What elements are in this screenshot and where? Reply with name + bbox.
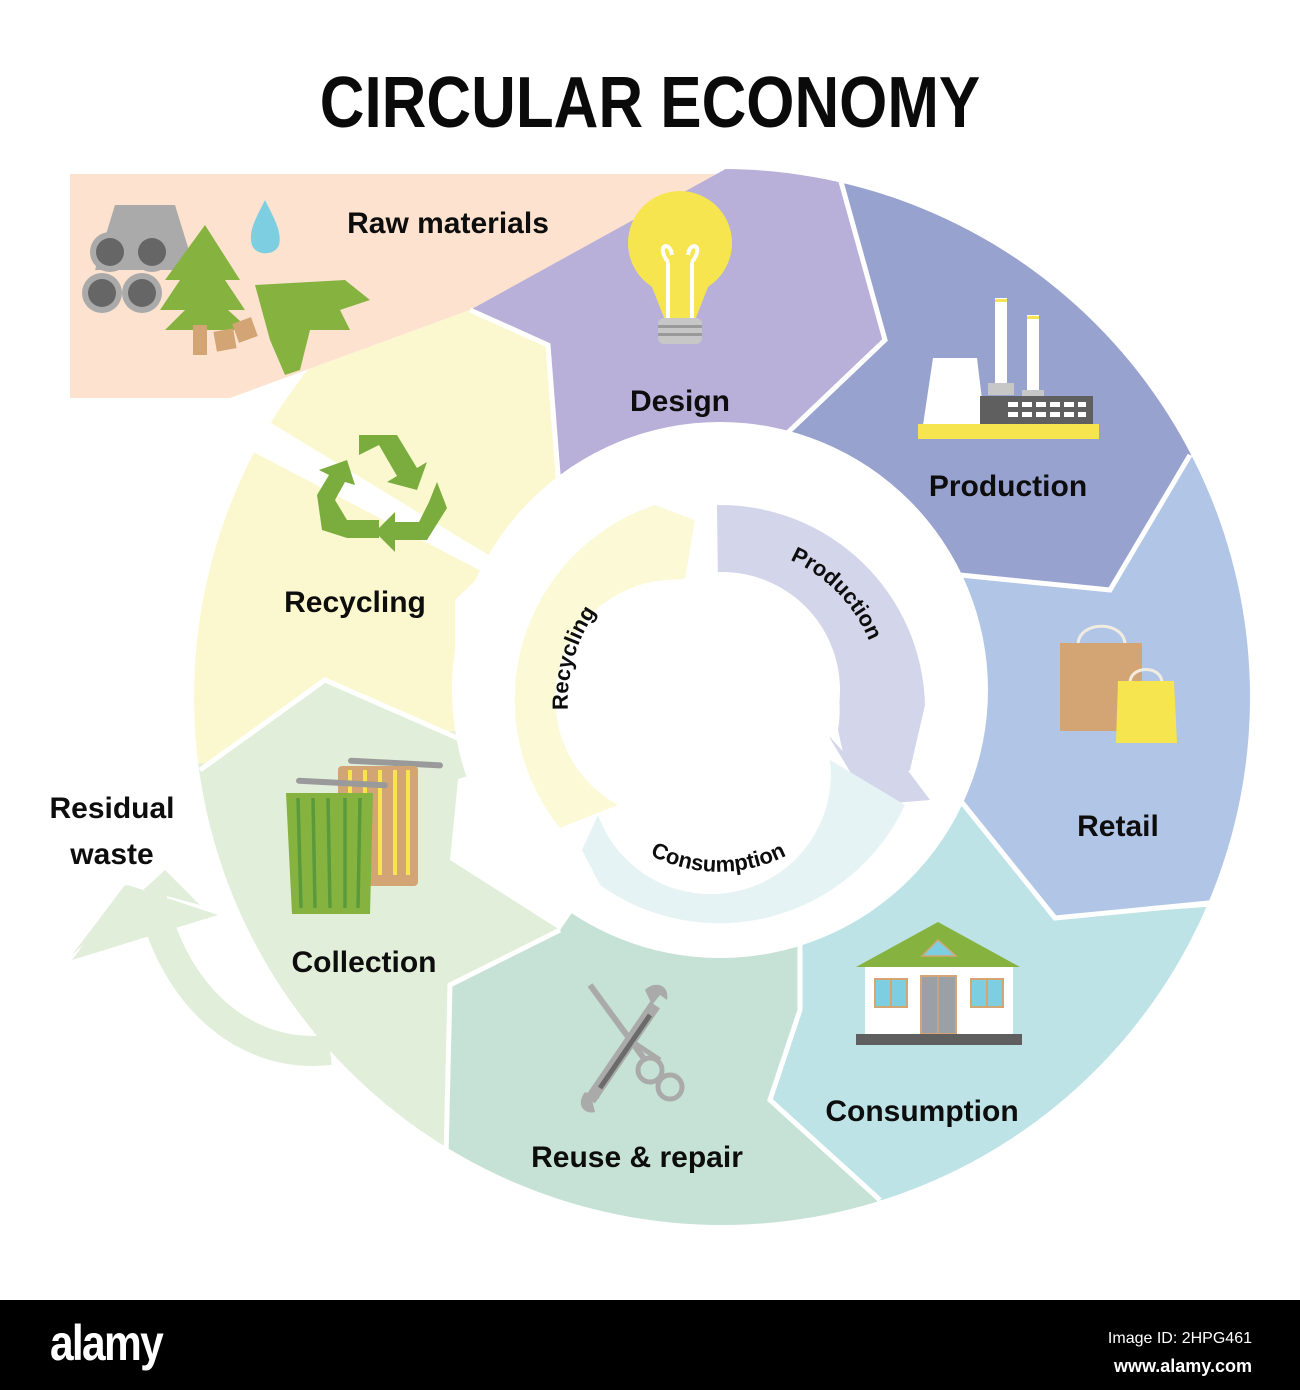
stage-reuse-repair — [445, 697, 900, 1225]
label-reuse-repair: Reuse & repair — [531, 1141, 743, 1174]
water-drop-icon — [250, 200, 280, 254]
label-residual-waste-line2: waste — [69, 838, 153, 871]
label-residual-waste-line1: Residual — [49, 792, 174, 825]
trash-bins-icon — [286, 757, 443, 914]
tree-icon — [160, 225, 250, 355]
label-raw-materials: Raw materials — [347, 207, 549, 240]
inner-arrow-consumption — [582, 760, 905, 924]
image-id: Image ID: 2HPG461 — [1107, 1330, 1252, 1347]
stage-recycling — [194, 310, 722, 780]
label-collection: Collection — [291, 946, 436, 979]
page-title: CIRCULAR ECONOMY — [319, 63, 981, 143]
label-design: Design — [630, 385, 730, 418]
recycle-icon — [317, 435, 447, 552]
fallen-tree-icon — [255, 280, 370, 375]
factory-icon — [918, 298, 1099, 439]
stage-design — [470, 169, 885, 697]
house-icon — [856, 922, 1022, 1045]
lightbulb-icon — [628, 191, 732, 344]
watermark-footer: alamy Image ID: 2HPG461 www.alamy.com — [0, 1300, 1300, 1390]
inner-cycle — [514, 504, 930, 924]
label-production: Production — [929, 470, 1087, 503]
stage-retail — [722, 455, 1250, 918]
wrench-scissors-icon — [580, 983, 685, 1113]
inner-arrow-recycling — [514, 505, 695, 828]
raw-materials-icon — [82, 200, 370, 375]
inner-arrow-production — [717, 504, 925, 790]
label-consumption: Consumption — [825, 1095, 1018, 1128]
alamy-logo: alamy — [50, 1315, 164, 1371]
pipes-icon — [82, 205, 195, 313]
circular-economy-diagram: Production Consumption Recycling — [49, 169, 1250, 1225]
label-retail: Retail — [1077, 810, 1159, 843]
label-recycling: Recycling — [284, 586, 426, 619]
site-url: www.alamy.com — [1113, 1356, 1252, 1376]
shopping-bags-icon — [1060, 624, 1177, 743]
residual-waste-arrow-icon — [72, 870, 332, 1066]
